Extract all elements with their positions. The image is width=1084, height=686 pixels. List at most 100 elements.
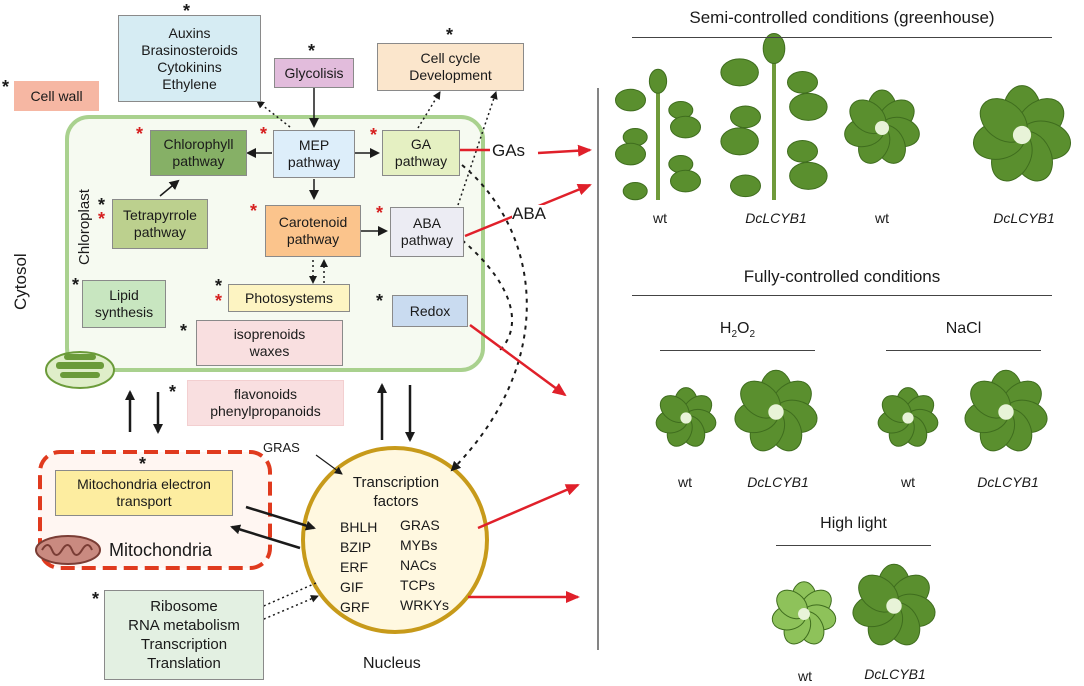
- arrow-mep-hormones: [256, 100, 291, 128]
- arrow-gras-nucleus: [315, 454, 343, 475]
- asterisk: *: [215, 291, 223, 311]
- carotenoid-box: Carotenoid pathway: [265, 205, 361, 257]
- cell-cycle-box: Cell cycle Development: [377, 43, 524, 91]
- semi-wt2-label: wt: [875, 210, 889, 226]
- asterisk: *: [215, 276, 223, 296]
- leaf: [615, 142, 646, 166]
- photosystems-box: Photosystems: [228, 284, 350, 312]
- h2o2-sub2: 2: [749, 329, 756, 341]
- nacl-dc-label: DcLCYB1: [977, 474, 1039, 490]
- aba-arrow-label: ABA: [512, 204, 547, 223]
- asterisk: *: [376, 203, 384, 223]
- leaf: [730, 174, 761, 198]
- asterisk: *: [98, 209, 106, 229]
- fully-controlled-title: Fully-controlled conditions: [743, 267, 941, 286]
- rosette-center: [875, 121, 889, 135]
- h2o2-sub1: 2: [731, 329, 738, 341]
- lipid-box: Lipid synthesis: [82, 280, 166, 328]
- rosette-center: [1012, 125, 1032, 145]
- rosette-center: [798, 608, 810, 620]
- gas-arrow-label: GAs: [492, 141, 526, 160]
- leaf: [789, 92, 828, 121]
- leaf: [670, 115, 701, 139]
- nucleus-region: [301, 446, 489, 634]
- leaf: [648, 68, 668, 94]
- leaf: [615, 88, 646, 112]
- tf-list-left: BHLH BZIP ERF GIF GRF: [340, 519, 378, 615]
- leaf: [720, 127, 759, 156]
- hormones-box: Auxins Brasinosteroids Cytokinins Ethyle…: [118, 15, 261, 102]
- mep-box: MEP pathway: [273, 130, 355, 178]
- tetrapyrrole-box: Tetrapyrrole pathway: [112, 199, 208, 249]
- h2o2-h: H: [719, 320, 732, 337]
- rosette-center: [998, 404, 1014, 420]
- isoprenoids-box: isoprenoids waxes: [196, 320, 343, 366]
- asterisk: *: [169, 382, 177, 402]
- semi-rule: [632, 37, 1052, 38]
- asterisk: *: [260, 124, 268, 144]
- h2o2-rule: [660, 350, 815, 351]
- asterisk: *: [370, 125, 378, 145]
- rosette-center: [902, 412, 914, 424]
- asterisk: *: [250, 201, 258, 221]
- rosette-center: [680, 412, 692, 424]
- asterisk: *: [308, 41, 316, 61]
- asterisk: *: [139, 454, 147, 474]
- asterisk: *: [72, 275, 80, 295]
- nucleus-label: Nucleus: [363, 655, 421, 672]
- cell-wall-box: Cell wall: [14, 81, 99, 111]
- leaf: [670, 169, 701, 193]
- leaf: [720, 58, 759, 87]
- chlorophyll-box: Chlorophyll pathway: [150, 130, 247, 176]
- arrow-aba-nucleus: [450, 164, 528, 472]
- hl-wt-label: wt: [798, 668, 812, 684]
- mitochondrion-icon: [35, 535, 101, 565]
- gras-label: GRAS: [263, 440, 300, 455]
- tf-title: Transcription factors: [352, 474, 440, 510]
- high-light-rule: [776, 545, 931, 546]
- leaf: [787, 140, 818, 163]
- leaf: [622, 181, 648, 201]
- h2o2-title: H2O2: [660, 320, 815, 340]
- arrow-ga-nucleus: [461, 239, 514, 351]
- glycolisis-box: Glycolisis: [274, 58, 354, 88]
- h2o2-o: O: [737, 320, 750, 337]
- leaf: [787, 71, 818, 94]
- arrow-ga-cellcycle: [417, 91, 441, 129]
- semi-dc-label: DcLCYB1: [745, 210, 807, 226]
- chloroplast-icon: [45, 351, 115, 389]
- asterisk: *: [376, 291, 384, 311]
- red-arrow-gas: [537, 144, 592, 157]
- tf-list-right: GRAS MYBs NACs TCPs WRKYs: [400, 517, 449, 613]
- redox-box: Redox: [392, 295, 468, 327]
- arrow-tetra-chlorophyll: [159, 179, 180, 197]
- chloroplast-label: Chloroplast: [76, 189, 93, 265]
- semi-wt-label: wt: [653, 210, 667, 226]
- h2o2-dc-label: DcLCYB1: [747, 474, 809, 490]
- asterisk: *: [136, 124, 144, 144]
- arrow-nuc-mito: [230, 524, 301, 550]
- asterisk: *: [446, 25, 454, 45]
- leaf: [789, 161, 828, 190]
- nacl-rule: [886, 350, 1041, 351]
- red-arrow-tf-1: [477, 483, 580, 530]
- ribosome-box: Ribosome RNA metabolism Transcription Tr…: [104, 590, 264, 680]
- plant-group: [615, 33, 1072, 646]
- red-arrow-redox: [469, 323, 567, 397]
- flavonoids-box: flavonoids phenylpropanoids: [187, 380, 344, 426]
- arrow-mito-nuc: [245, 505, 316, 531]
- aba-box: ABA pathway: [390, 207, 464, 257]
- mitochondria-label: Mitochondria: [109, 540, 213, 560]
- rosette-center: [768, 404, 784, 420]
- ga-box: GA pathway: [382, 130, 460, 176]
- asterisk: *: [92, 589, 100, 609]
- asterisk: *: [183, 1, 191, 21]
- asterisk: *: [180, 321, 188, 341]
- h2o2-wt-label: wt: [678, 474, 692, 490]
- nacl-title: NaCl: [945, 320, 982, 337]
- mito-transport-box: Mitochondria electron transport: [55, 470, 233, 516]
- leaf: [730, 105, 761, 129]
- leaf: [762, 33, 786, 64]
